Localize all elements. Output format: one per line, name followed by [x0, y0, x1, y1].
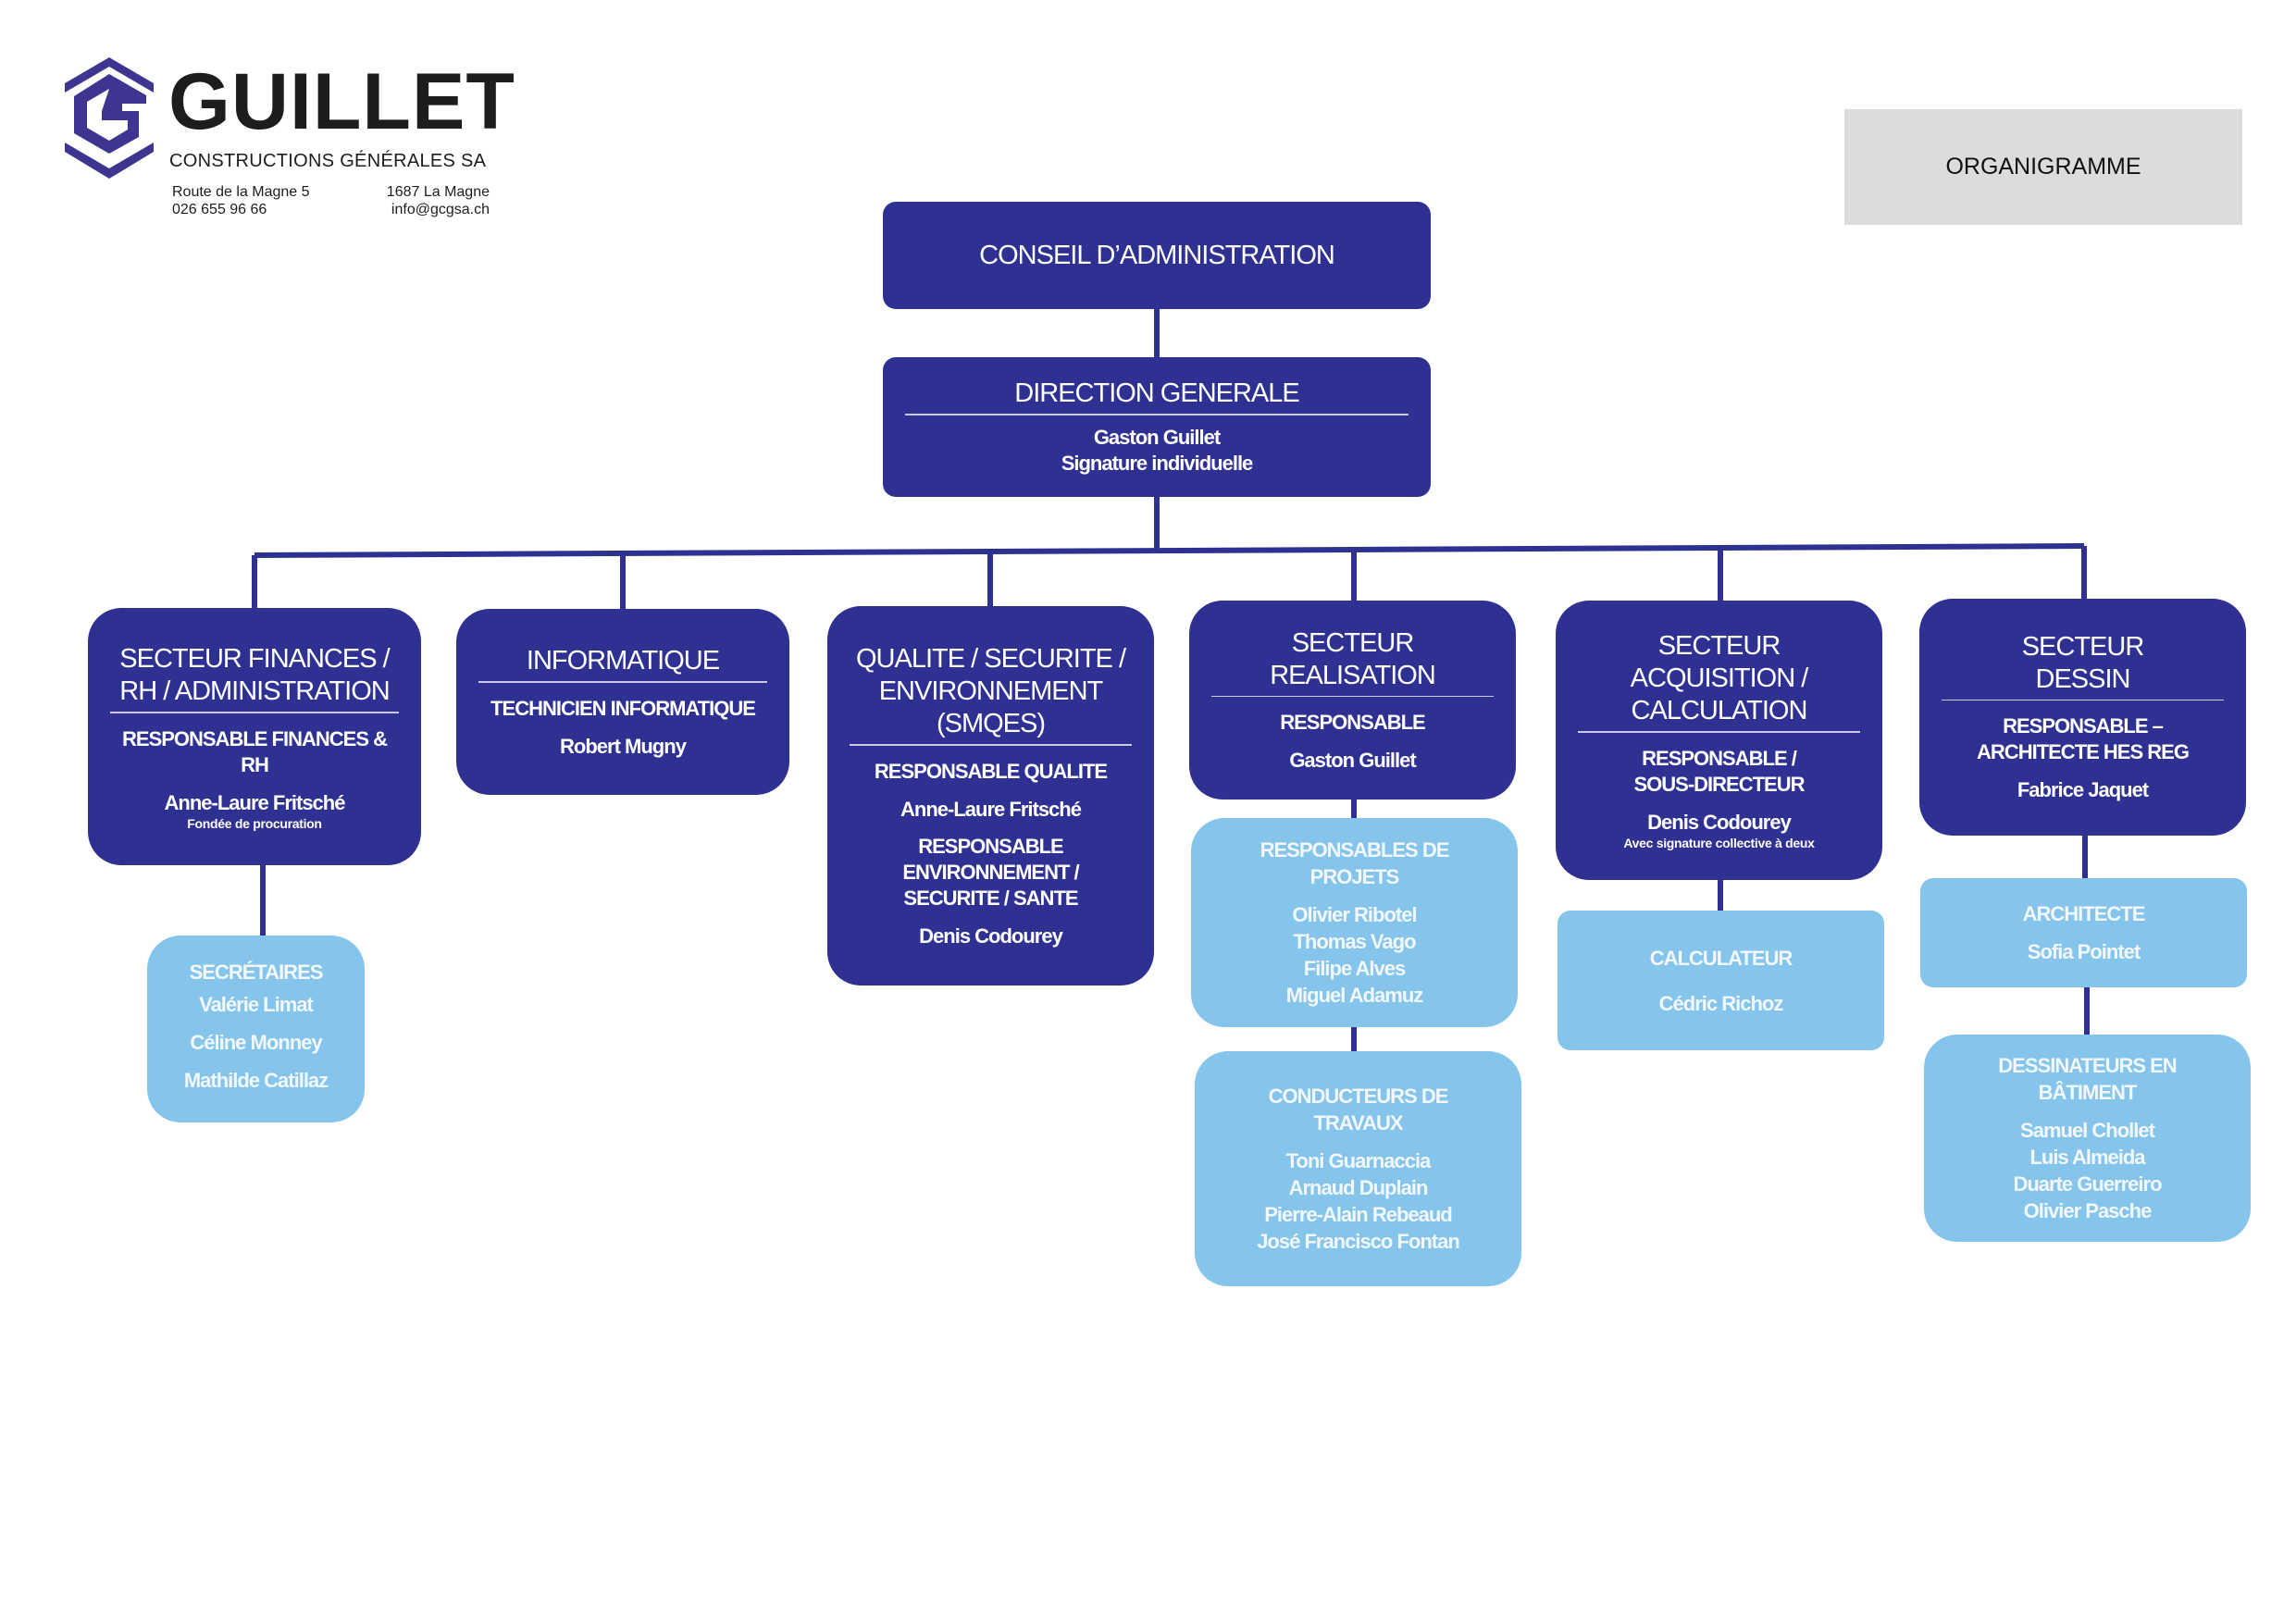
box-name: Gaston Guillet Signature individuelle: [1061, 426, 1254, 475]
company-logo: GUILLET CONSTRUCTIONS GÉNÉRALES SA Route…: [59, 52, 515, 228]
box-names: Olivier Ribotel Thomas Vago Filipe Alves…: [1285, 903, 1424, 1007]
connector-horizontal: [254, 543, 2085, 558]
box-finances: SECTEUR FINANCES / RH / ADMINISTRATION R…: [88, 608, 421, 865]
box-name: Denis Codourey: [919, 924, 1063, 948]
company-city-email: 1687 La Magne info@gcgsa.ch: [386, 184, 490, 217]
box-title: CONDUCTEURS DE TRAVAUX: [1268, 1085, 1449, 1134]
box-title: SECTEUR DESSIN: [2021, 632, 2145, 694]
box-title: SECTEUR REALISATION: [1270, 627, 1436, 690]
box-name: Fabrice Jaquet: [2017, 778, 2149, 801]
box-secteur-dessin: SECTEUR DESSIN RESPONSABLE – ARCHITECTE …: [1919, 599, 2246, 836]
company-address: Route de la Magne 5 026 655 96 66: [172, 184, 310, 217]
divider: [850, 743, 1132, 746]
box-title: QUALITE / SECURITE / ENVIRONNEMENT (SMQE…: [856, 643, 1126, 738]
box-role: RESPONSABLE / SOUS-DIRECTEUR: [1633, 747, 1805, 796]
box-name: Anne-Laure Fritsché: [164, 790, 346, 814]
box-note: Avec signature collective à deux: [1623, 836, 1815, 850]
hexagon-g-logo-icon: [65, 57, 154, 179]
document-label: ORGANIGRAMME: [1844, 109, 2242, 225]
box-role: RESPONSABLE: [1280, 710, 1425, 734]
box-conducteurs-travaux: CONDUCTEURS DE TRAVAUX Toni Guarnaccia A…: [1195, 1051, 1521, 1286]
box-note: Fondée de procuration: [187, 815, 322, 831]
box-role: RESPONSABLE QUALITE: [874, 759, 1108, 783]
box-title: RESPONSABLES DE PROJETS: [1260, 838, 1450, 888]
box-names: Toni Guarnaccia Arnaud Duplain Pierre-Al…: [1257, 1149, 1460, 1253]
box-role: RESPONSABLE ENVIRONNEMENT / SECURITE / S…: [902, 834, 1079, 910]
company-tagline: CONSTRUCTIONS GÉNÉRALES SA: [169, 151, 487, 171]
box-title: CALCULATEUR: [1649, 946, 1793, 970]
box-dessinateurs-batiment: DESSINATEURS EN BÂTIMENT Samuel Chollet …: [1924, 1035, 2251, 1242]
box-qualite-securite-environnement: QUALITE / SECURITE / ENVIRONNEMENT (SMQE…: [827, 606, 1154, 986]
box-role: RESPONSABLE – ARCHITECTE HES REG: [1977, 714, 2190, 763]
box-secteur-acquisition-calculation: SECTEUR ACQUISITION / CALCULATION RESPON…: [1556, 601, 1882, 880]
divider: [110, 711, 399, 713]
box-title: INFORMATIQUE: [526, 645, 720, 676]
box-names: Sofia Pointet: [2027, 940, 2141, 963]
box-title: DIRECTION GENERALE: [1014, 378, 1299, 408]
box-title: SECRÉTAIRES: [189, 961, 324, 984]
divider: [1211, 695, 1494, 697]
divider: [905, 414, 1409, 415]
box-secretaires: SECRÉTAIRES Valérie Limat Céline Monney …: [147, 936, 365, 1122]
box-name: Anne-Laure Fritsché: [900, 797, 1082, 821]
box-title: SECTEUR ACQUISITION / CALCULATION: [1630, 631, 1809, 725]
box-title: ARCHITECTE: [2022, 902, 2146, 925]
box-title: CONSEIL D’ADMINISTRATION: [979, 240, 1335, 270]
box-responsables-projets: RESPONSABLES DE PROJETS Olivier Ribotel …: [1191, 818, 1518, 1027]
box-names: Samuel Chollet Luis Almeida Duarte Guerr…: [2013, 1119, 2162, 1222]
box-title: SECTEUR FINANCES / RH / ADMINISTRATION: [119, 643, 390, 706]
box-secteur-realisation: SECTEUR REALISATION RESPONSABLE Gaston G…: [1189, 601, 1516, 800]
divider: [1578, 731, 1860, 733]
box-architecte: ARCHITECTE Sofia Pointet: [1920, 878, 2247, 987]
company-name: GUILLET: [168, 57, 515, 146]
box-informatique: INFORMATIQUE TECHNICIEN INFORMATIQUE Rob…: [456, 609, 789, 795]
box-name: Denis Codourey: [1647, 811, 1792, 834]
box-role: TECHNICIEN INFORMATIQUE: [490, 696, 756, 720]
box-name: Robert Mugny: [560, 734, 687, 758]
box-role: RESPONSABLE FINANCES & RH: [121, 726, 388, 776]
box-conseil-administration: CONSEIL D’ADMINISTRATION: [883, 202, 1431, 309]
box-direction-generale: DIRECTION GENERALE Gaston Guillet Signat…: [883, 357, 1431, 497]
box-names: Valérie Limat Céline Monney Mathilde Cat…: [183, 993, 329, 1092]
box-calculateur: CALCULATEUR Cédric Richoz: [1558, 911, 1884, 1050]
box-names: Cédric Richoz: [1658, 991, 1784, 1015]
box-name: Gaston Guillet: [1289, 748, 1416, 772]
divider: [478, 680, 767, 683]
box-title: DESSINATEURS EN BÂTIMENT: [1998, 1054, 2177, 1104]
